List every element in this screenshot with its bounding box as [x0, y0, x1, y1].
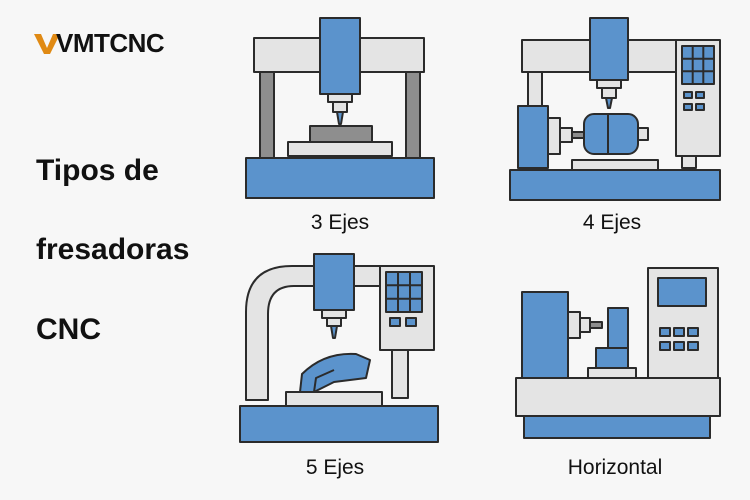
brand-name: VMTCNC: [56, 28, 165, 58]
caption-horizontal: Horizontal: [567, 456, 663, 479]
caption-3-axis: 3 Ejes: [310, 211, 370, 234]
brand-logo: VMTCNC: [34, 26, 165, 60]
machine-4-axis-illustration: [509, 17, 721, 201]
machine-horizontal-illustration: [515, 267, 721, 439]
logo-chevron-icon: [34, 34, 60, 54]
caption-5-axis: 5 Ejes: [305, 456, 365, 479]
title-line-3: CNC: [36, 313, 101, 346]
title-line-2: fresadoras: [36, 233, 190, 266]
machine-3-axis-illustration: [245, 17, 435, 199]
title-line-1: Tipos de: [36, 154, 159, 187]
caption-4-axis: 4 Ejes: [582, 211, 642, 234]
machine-5-axis-illustration: [239, 253, 439, 443]
